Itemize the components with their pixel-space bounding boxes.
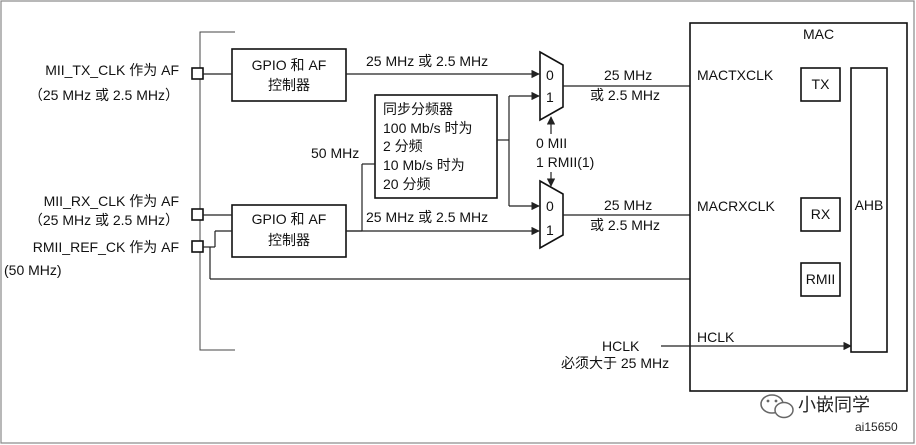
tx-mux [539,50,564,122]
sync-divider-block [374,94,498,199]
gpio-tx-line2: 控制器 [268,77,310,93]
macctxclk-label: MACTXCLK [697,67,774,83]
mii-tx-clk-pin [191,67,204,80]
rx-out-freq-2: 或 2.5 MHz [590,217,660,233]
mii-tx-clk-label: MII_TX_CLK 作为 AF [45,62,179,78]
rx-path-freq: 25 MHz 或 2.5 MHz [366,209,488,225]
hclk-note: 必须大于 25 MHz [561,355,669,371]
mii-rx-clk-label: MII_RX_CLK 作为 AF [44,193,179,209]
tx-path-freq: 25 MHz 或 2.5 MHz [366,53,488,69]
rmii-ref-ck-freq: (50 MHz) [4,262,62,278]
hclk-inner-label: HCLK [697,329,735,345]
tx-out-freq-1: 25 MHz [604,67,652,83]
rx-box [800,197,841,232]
rmii-ref-ck-pin [191,240,204,253]
mii-tx-clk-freq: （25 MHz 或 2.5 MHz） [29,87,179,103]
gpio-af-controller-tx [231,48,347,102]
tx-box [800,67,841,102]
tx-box-label: TX [812,76,831,92]
rmii-box-label: RMII [806,271,836,287]
gpio-tx-line1: GPIO 和 AF [252,57,327,73]
rx-mux-in0: 0 [546,198,554,214]
rx-box-label: RX [811,206,831,222]
divider-line-5: 20 分频 [383,176,430,192]
hclk-label: HCLK [602,338,640,354]
select-mii: 0 MII [536,135,567,151]
figure-id: ai15650 [855,420,898,434]
select-rmii: 1 RMII(1) [536,154,594,170]
tx-out-freq-2: 或 2.5 MHz [590,87,660,103]
rmii-ref-ck-label: RMII_REF_CK 作为 AF [33,239,179,255]
macrxclk-label: MACRXCLK [697,198,775,214]
gpio-rx-line1: GPIO 和 AF [252,211,327,227]
rx-mux-in1: 1 [546,222,554,238]
rx-out-freq-1: 25 MHz [604,197,652,213]
gpio-af-controller-rx [231,204,347,258]
mac-title: MAC [803,26,834,42]
rx-mux [539,179,564,250]
divider-line-4: 10 Mb/s 时为 [383,157,465,173]
fifty-mhz-label: 50 MHz [311,145,359,161]
rmii-box [800,262,841,297]
divider-line-3: 2 分频 [383,138,423,154]
wechat-icon [760,394,794,419]
ahb-box-label: AHB [855,197,884,213]
watermark: 小嵌同学 [798,395,870,415]
chip-boundary [199,31,235,351]
mii-rx-clk-freq: （25 MHz 或 2.5 MHz） [29,212,179,228]
mii-rx-clk-pin [191,208,204,221]
tx-mux-in1: 1 [546,89,554,105]
gpio-rx-line2: 控制器 [268,232,310,248]
divider-line-2: 100 Mb/s 时为 [383,120,472,136]
tx-mux-in0: 0 [546,67,554,83]
divider-line-1: 同步分频器 [383,101,453,117]
ahb-box [850,67,888,353]
